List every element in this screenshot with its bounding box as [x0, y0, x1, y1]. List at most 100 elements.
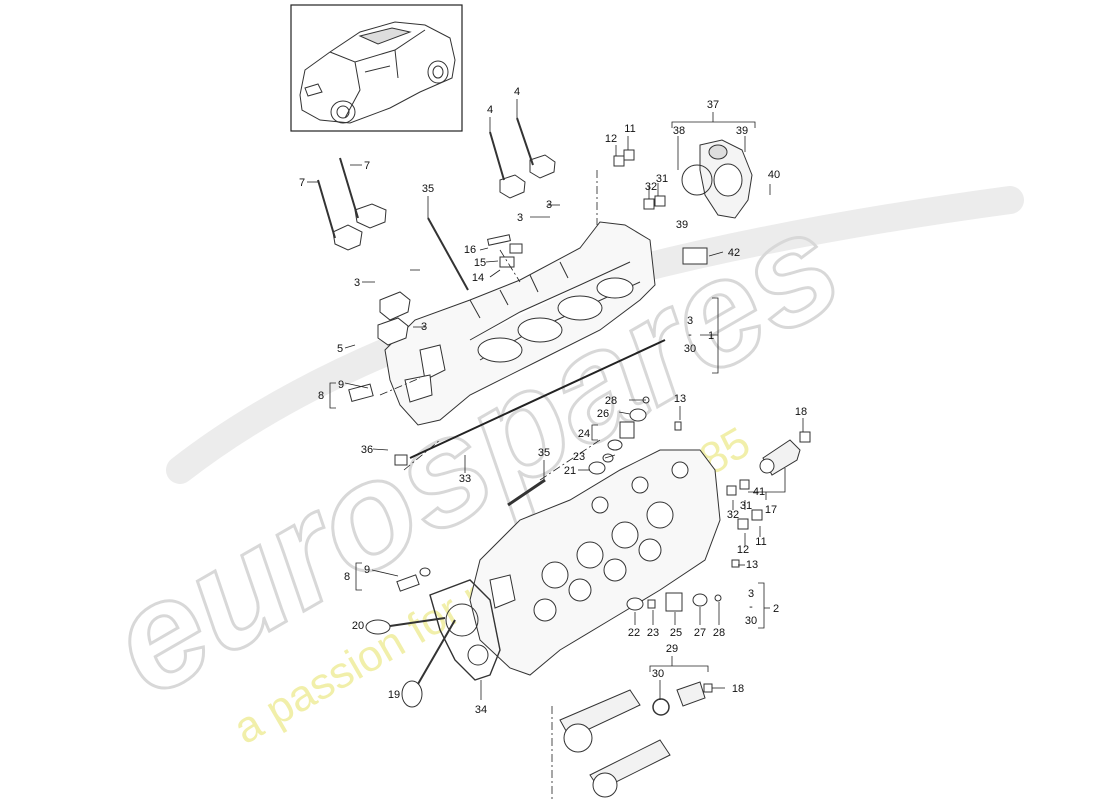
- callout-32b: 32: [727, 509, 739, 521]
- callout-27: 27: [694, 627, 706, 639]
- callout-17: 17: [765, 504, 777, 516]
- callout-30c: 30: [652, 668, 664, 680]
- callout-19: 19: [388, 689, 400, 701]
- sensor-42: [682, 247, 708, 265]
- plug-11a: [623, 149, 635, 161]
- leader-lines: [307, 99, 804, 700]
- cap-27: [692, 593, 708, 607]
- callout-40: 40: [768, 169, 780, 181]
- callout-1: 1: [708, 330, 714, 342]
- intake-valve-20: [365, 617, 446, 635]
- callout-3c: 3: [354, 277, 360, 289]
- car-suv-icon: [299, 21, 456, 124]
- callout-7a: 7: [299, 177, 305, 189]
- callout-5: 5: [337, 343, 343, 355]
- parts-illustration: [317, 117, 811, 798]
- callout-23a: 23: [573, 451, 585, 463]
- callout-7b: 7: [364, 160, 370, 172]
- callout-11b: 11: [755, 536, 766, 548]
- callout-22: 22: [628, 627, 640, 639]
- seal-31a: [654, 195, 666, 207]
- callout-30b: 30: [745, 615, 757, 627]
- head-bolts-upper: [317, 117, 534, 291]
- callout-12a: 12: [605, 133, 617, 145]
- callout-11a: 11: [624, 123, 635, 135]
- head-bolt-35b: [507, 478, 546, 507]
- bolt-36: [394, 454, 408, 466]
- seat-22: [626, 597, 644, 611]
- callout-39b: 39: [676, 219, 688, 231]
- callout-26: 26: [597, 408, 609, 420]
- plug-9b: [396, 574, 420, 592]
- callout-28b: 28: [713, 627, 725, 639]
- cap-26: [629, 408, 647, 422]
- callout-range1-start: 3: [687, 315, 693, 327]
- plug-32a: [643, 198, 655, 210]
- callout-16: 16: [464, 244, 476, 256]
- callout-42: 42: [728, 247, 740, 259]
- upper-cylinder-head: [384, 221, 656, 426]
- callout-29: 29: [666, 643, 678, 655]
- camshaft-solenoid-29: [652, 681, 713, 716]
- callout-range1-dash: -: [688, 329, 692, 341]
- callout-13b: 13: [746, 559, 758, 571]
- seat-21: [588, 461, 606, 475]
- plug-15: [509, 243, 523, 254]
- seal-32b: [739, 479, 750, 490]
- solenoid-valve-18: [759, 431, 811, 476]
- seal-12a: [613, 155, 625, 167]
- seal-31b: [726, 485, 737, 496]
- callout-14: 14: [472, 272, 484, 284]
- spring-25: [665, 592, 683, 612]
- callout-4a: 4: [487, 104, 493, 116]
- callout-41: 41: [753, 486, 765, 498]
- callout-32a: 32: [645, 181, 657, 193]
- watermark: eurospares a passion for parts since 198…: [81, 176, 1024, 754]
- callout-25: 25: [670, 627, 682, 639]
- key-28b: [714, 594, 722, 602]
- callout-9b: 9: [364, 564, 370, 576]
- camshafts: [559, 689, 671, 798]
- thumbnail-frame: [290, 4, 463, 132]
- plug-11b: [751, 509, 763, 521]
- vehicle-thumbnail: [290, 4, 463, 132]
- callout-20: 20: [352, 620, 364, 632]
- callout-labels: 37 38 39 40 39 42 4 4 12 11 31 32 7 7 35…: [299, 86, 807, 716]
- vacuum-pump: [681, 139, 753, 219]
- head-gasket-34: [429, 579, 501, 681]
- callout-31a: 31: [656, 173, 668, 185]
- callout-8b: 8: [344, 571, 350, 583]
- plug-9a: [348, 383, 374, 402]
- plug-13a: [674, 421, 682, 431]
- head-gasket-33: [409, 339, 666, 459]
- plug-14: [499, 256, 515, 268]
- callout-range2-start: 3: [748, 588, 754, 600]
- callout-30a: 30: [684, 343, 696, 355]
- callout-38: 38: [673, 125, 685, 137]
- callout-18b: 18: [732, 683, 744, 695]
- plug-13b: [731, 559, 740, 568]
- callout-33: 33: [459, 473, 471, 485]
- callout-18a: 18: [795, 406, 807, 418]
- callout-39a: 39: [736, 125, 748, 137]
- callout-3b: 3: [546, 199, 552, 211]
- callout-35a: 35: [422, 183, 434, 195]
- callout-3d: 3: [421, 321, 427, 333]
- callout-9a: 9: [338, 379, 344, 391]
- callout-15: 15: [474, 257, 486, 269]
- callout-23b: 23: [647, 627, 659, 639]
- callout-2: 2: [773, 603, 779, 615]
- callout-31b: 31: [740, 500, 752, 512]
- callout-24: 24: [578, 428, 590, 440]
- callout-36: 36: [361, 444, 373, 456]
- callout-34: 34: [475, 704, 487, 716]
- callout-13a: 13: [674, 393, 686, 405]
- seal-12b: [737, 518, 749, 530]
- pin-16: [487, 234, 511, 246]
- callout-range2-dash: -: [749, 601, 753, 613]
- exhaust-valve-19: [401, 619, 456, 708]
- valve-spring-parts: [588, 396, 682, 475]
- callout-12b: 12: [737, 544, 749, 556]
